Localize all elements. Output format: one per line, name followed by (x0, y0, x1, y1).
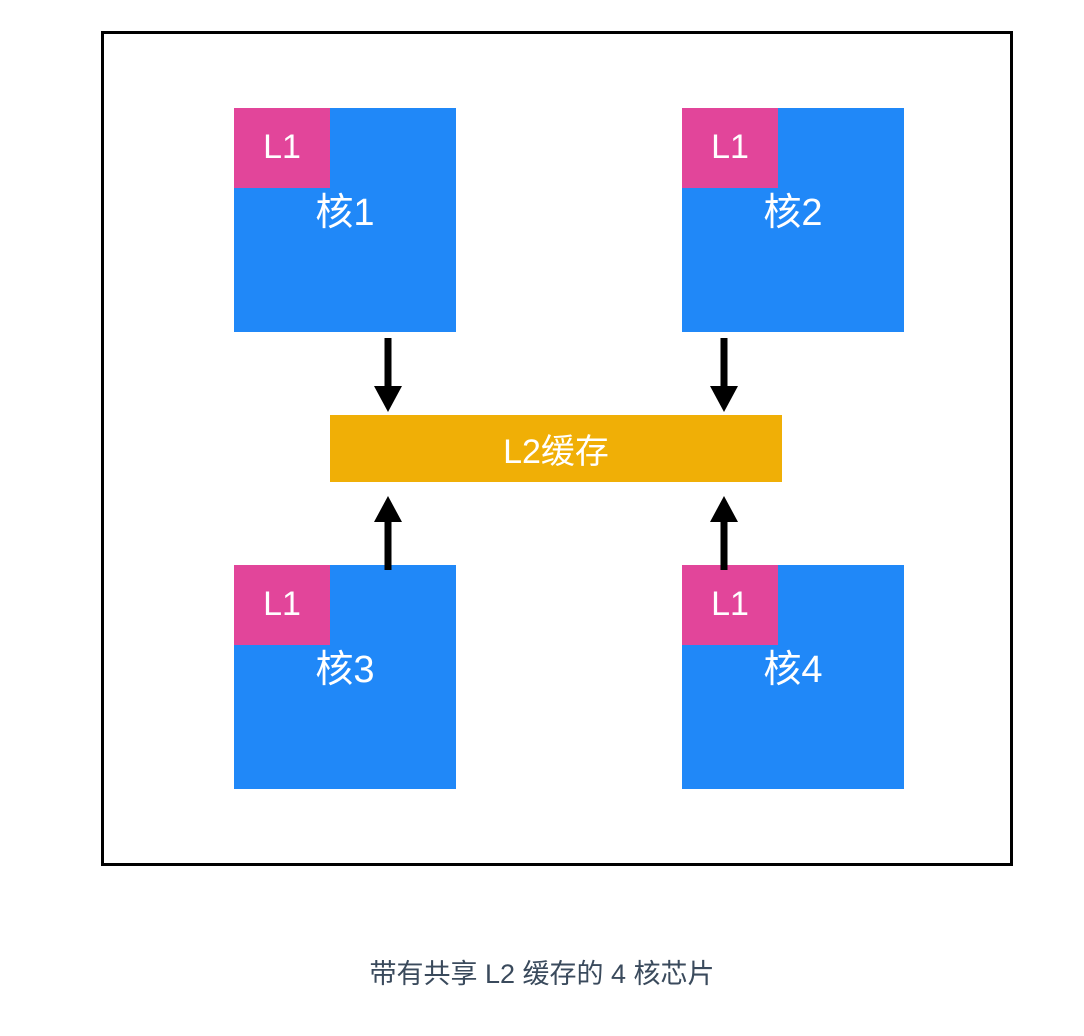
l1-cache-label-2: L1 (711, 128, 749, 166)
core-block-1[interactable]: L1 核1 (234, 108, 456, 332)
l1-cache-label-4: L1 (711, 585, 749, 623)
l2-cache-label: L2缓存 (503, 433, 609, 471)
arrow-up-core3-to-l2 (374, 496, 402, 570)
l2-cache-block[interactable]: L2缓存 (330, 415, 782, 482)
l1-cache-label-1: L1 (263, 128, 301, 166)
core-block-2[interactable]: L1 核2 (682, 108, 904, 332)
diagram-caption: 带有共享 L2 缓存的 4 核芯片 (369, 959, 715, 989)
core-block-4[interactable]: L1 核4 (682, 565, 904, 789)
core-label-4: 核4 (763, 649, 823, 691)
l1-cache-label-3: L1 (263, 585, 301, 623)
core-label-3: 核3 (315, 649, 375, 691)
l1-cache-block-4[interactable]: L1 (682, 565, 778, 645)
l1-cache-block-2[interactable]: L1 (682, 108, 778, 188)
core-block-3[interactable]: L1 核3 (234, 565, 456, 789)
arrow-down-core1-to-l2 (374, 338, 402, 412)
core-label-1: 核1 (315, 192, 375, 234)
l1-cache-block-1[interactable]: L1 (234, 108, 330, 188)
arrow-down-core2-to-l2 (710, 338, 738, 412)
arrow-up-core4-to-l2 (710, 496, 738, 570)
l1-cache-block-3[interactable]: L1 (234, 565, 330, 645)
core-label-2: 核2 (763, 192, 823, 234)
